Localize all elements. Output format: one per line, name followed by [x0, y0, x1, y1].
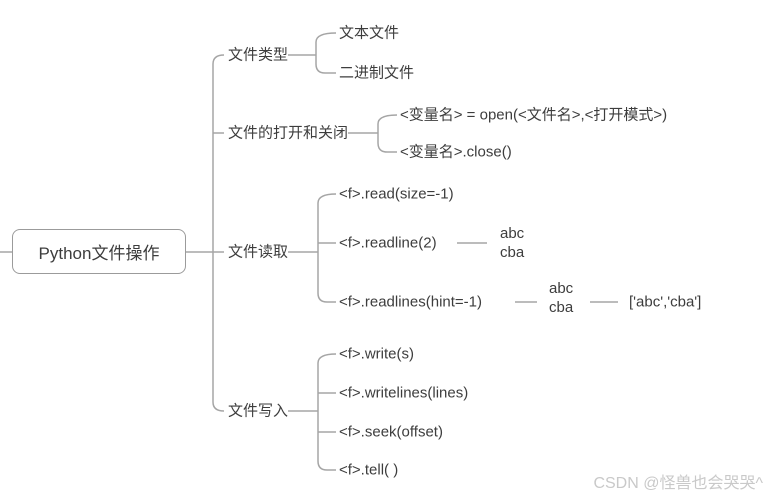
node-writelines[interactable]: <f>.writelines(lines) — [339, 384, 469, 402]
node-readlines-output[interactable]: abc cba — [549, 280, 574, 316]
bracket-filetype — [315, 32, 337, 74]
bracket-write — [317, 353, 337, 471]
node-seek[interactable]: <f>.seek(offset) — [339, 423, 443, 441]
branch-filetype[interactable]: 文件类型 — [228, 46, 289, 64]
node-write[interactable]: <f>.write(s) — [339, 345, 415, 363]
edge-main-spine — [212, 54, 225, 412]
watermark: CSDN @怪兽也会哭哭^ — [593, 475, 763, 492]
root-node[interactable]: Python文件操作 — [12, 229, 186, 274]
node-tell[interactable]: <f>.tell( ) — [339, 461, 399, 479]
node-readline-output[interactable]: abc cba — [500, 225, 525, 261]
branch-open-close[interactable]: 文件的打开和关闭 — [228, 124, 349, 142]
bracket-read — [317, 193, 337, 303]
node-text-file[interactable]: 文本文件 — [339, 24, 400, 42]
node-read[interactable]: <f>.read(size=-1) — [339, 185, 454, 203]
node-binary-file[interactable]: 二进制文件 — [339, 64, 415, 82]
bracket-openclose — [377, 114, 398, 153]
node-readlines-result[interactable]: ['abc','cba'] — [629, 293, 702, 311]
node-readlines[interactable]: <f>.readlines(hint=-1) — [339, 293, 482, 311]
node-readline[interactable]: <f>.readline(2) — [339, 234, 437, 252]
node-close-syntax[interactable]: <变量名>.close() — [400, 143, 512, 161]
branch-write[interactable]: 文件写入 — [228, 402, 289, 420]
node-open-syntax[interactable]: <变量名> = open(<文件名>,<打开模式>) — [400, 106, 668, 124]
branch-read[interactable]: 文件读取 — [228, 243, 289, 261]
